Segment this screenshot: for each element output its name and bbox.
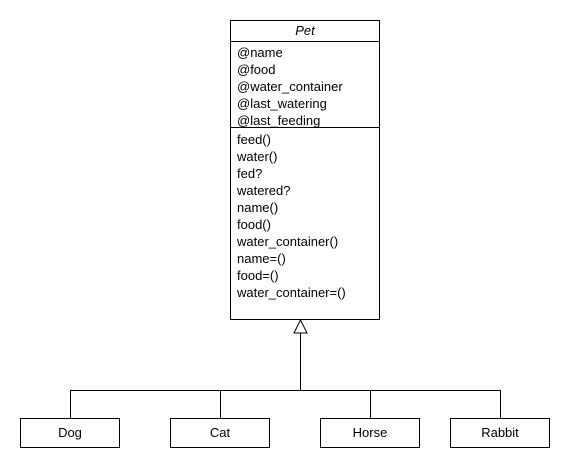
class-pet-attributes: @name @food @water_container @last_water… bbox=[231, 42, 379, 128]
method: food() bbox=[237, 217, 271, 232]
attribute: @food bbox=[237, 62, 276, 77]
method: name=() bbox=[237, 251, 286, 266]
method: watered? bbox=[237, 183, 291, 198]
method: water_container=() bbox=[237, 285, 346, 300]
class-cat: Cat bbox=[170, 418, 270, 448]
class-pet-methods: feed() water() fed? watered? name() food… bbox=[231, 128, 379, 301]
method: fed? bbox=[237, 166, 263, 181]
class-pet: Pet @name @food @water_container @last_w… bbox=[230, 20, 380, 320]
method: water_container() bbox=[237, 234, 339, 249]
method: food=() bbox=[237, 268, 279, 283]
class-horse: Horse bbox=[320, 418, 420, 448]
class-pet-name: Pet bbox=[231, 21, 379, 42]
attribute: @name bbox=[237, 45, 283, 60]
attribute: @last_feeding bbox=[237, 113, 321, 128]
class-rabbit: Rabbit bbox=[450, 418, 550, 448]
attribute: @water_container bbox=[237, 79, 343, 94]
method: name() bbox=[237, 200, 279, 215]
method: water() bbox=[237, 149, 278, 164]
attribute: @last_watering bbox=[237, 96, 327, 111]
method: feed() bbox=[237, 132, 271, 147]
class-dog: Dog bbox=[20, 418, 120, 448]
inheritance-triangle-icon bbox=[293, 318, 308, 334]
